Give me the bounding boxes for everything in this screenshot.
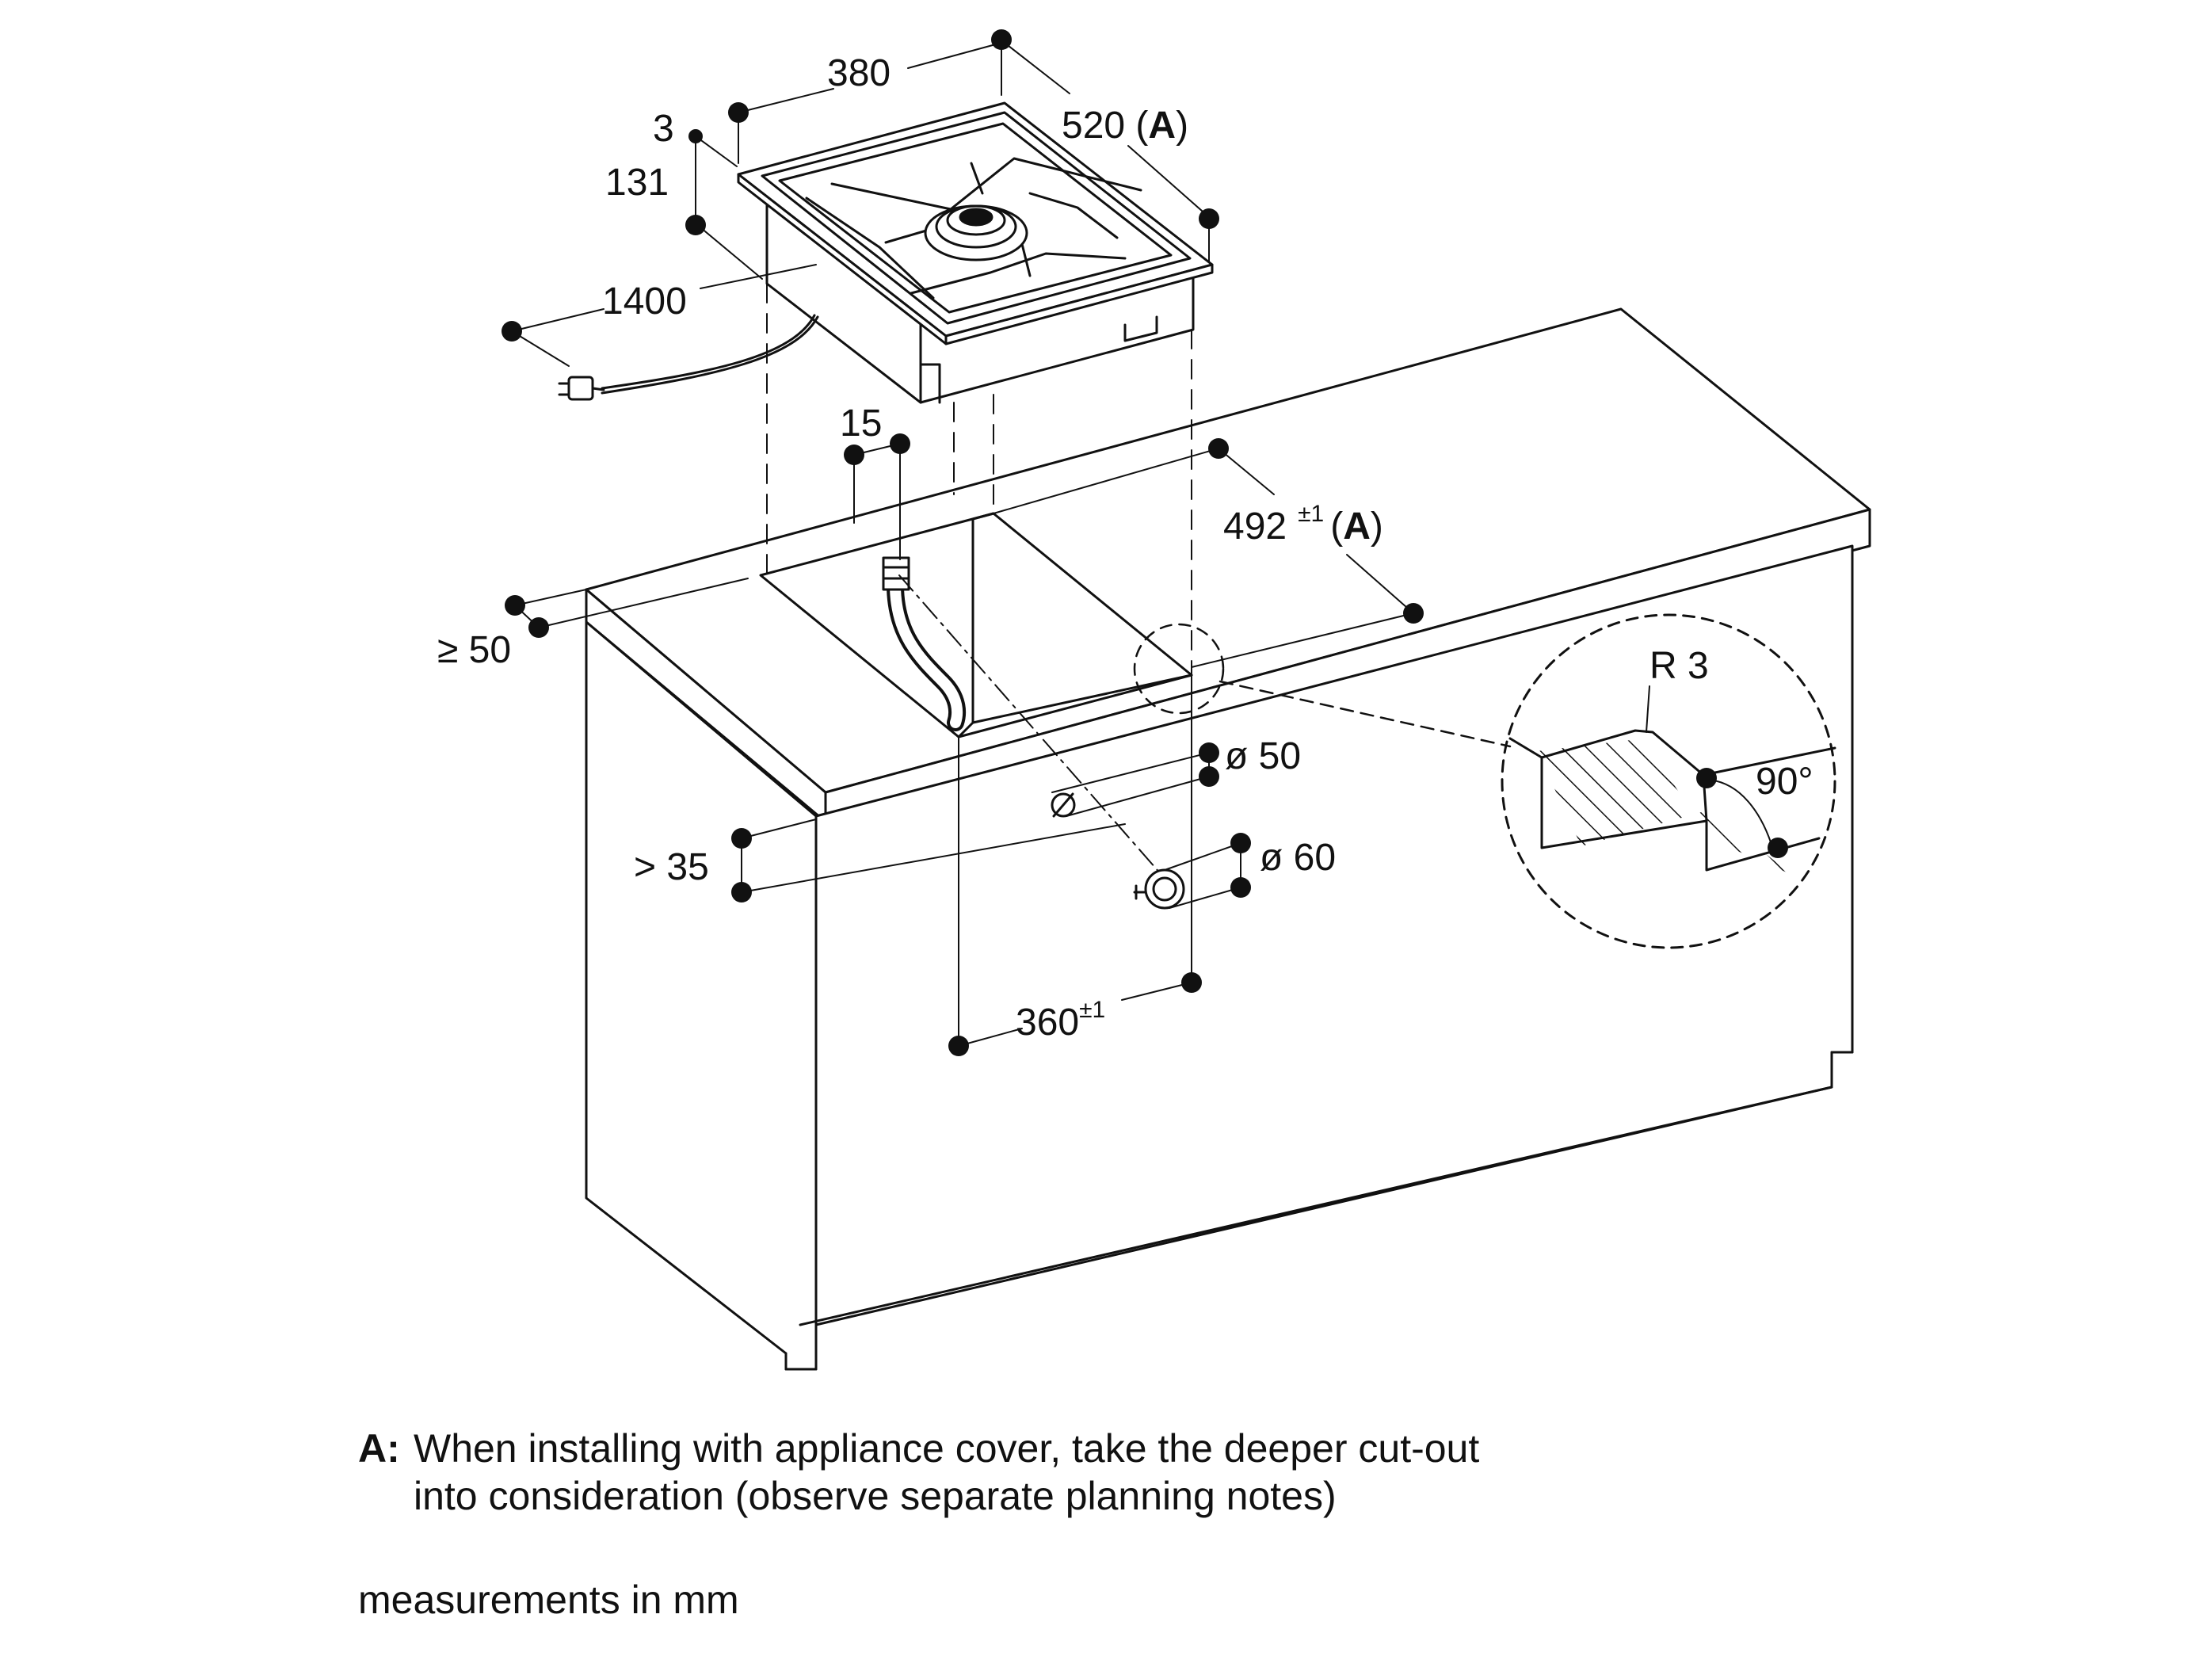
dim-dot [948, 1036, 969, 1056]
hose-fitting [882, 556, 910, 591]
wall-hole-small [1051, 792, 1076, 818]
dim-dot [1230, 877, 1251, 898]
gas-hose [882, 556, 966, 731]
dim-depth-label: 520 (A) [1062, 105, 1188, 147]
dim-dot [1199, 742, 1219, 763]
dim-dot [1181, 972, 1202, 993]
dim-dot [844, 445, 864, 465]
dim-dot [688, 129, 703, 143]
dimension-dots [502, 29, 1788, 1056]
power-cable [601, 314, 816, 390]
dim-dot [1403, 603, 1424, 624]
detail-circle [1501, 613, 1836, 949]
dim-dot [505, 595, 525, 616]
footnote-key: A [358, 1426, 387, 1471]
dim-dot [890, 433, 910, 454]
projection-lines [766, 283, 1192, 676]
dim-dot [728, 102, 749, 123]
footnote-a: A: When installing with appliance cover, … [358, 1425, 1784, 1520]
dim-dot [1768, 838, 1788, 858]
dim-dot [1199, 208, 1219, 229]
dim-top-thickness-label: 3 [653, 108, 674, 150]
detail-source-circle [1133, 623, 1225, 715]
footnote-key-sep: : [387, 1426, 400, 1471]
dim-hole-large-label: ø 60 [1260, 837, 1336, 879]
footnote-line-1: A: When installing with appliance cover, … [358, 1425, 1784, 1472]
dim-dot [1199, 766, 1219, 787]
dim-dot [731, 882, 752, 903]
dim-hole-small-label: ø 50 [1225, 735, 1301, 777]
dim-front-edge-label: ≥ 50 [437, 629, 511, 671]
units-note: measurements in mm [358, 1578, 739, 1622]
dim-cable-label: 1400 [602, 280, 687, 322]
dim-cutout-depth-label: 492±1(A) [1223, 501, 1383, 548]
dim-height-label: 131 [605, 162, 669, 204]
dim-dot [731, 828, 752, 849]
dimension-labels: 380 520 (A) 3 131 1400 15 492±1(A) ≥ 50 … [437, 52, 1813, 1044]
dim-cutout-width-label: 360±1 [1016, 997, 1105, 1044]
dim-dot [1230, 833, 1251, 853]
detail-angle-label: 90° [1756, 761, 1813, 803]
hose-axis-line [898, 574, 1173, 888]
dim-clearance-label: > 35 [634, 846, 709, 888]
gas-hob [558, 101, 1214, 404]
plug-icon [558, 376, 605, 401]
dim-dot [502, 321, 522, 342]
dimension-lines [511, 42, 1414, 1047]
detail-radius-label: R 3 [1649, 645, 1709, 687]
footnote-line-2: into consideration (observe separate pla… [414, 1474, 1337, 1518]
dim-dot [528, 617, 549, 638]
dim-dot [991, 29, 1012, 50]
wall-hole-large [1133, 868, 1185, 910]
dim-dot [1208, 438, 1229, 459]
dim-dot [1696, 768, 1717, 788]
detail-hatched-section [1537, 738, 1792, 875]
dim-dot [685, 215, 706, 235]
dim-width-label: 380 [827, 52, 891, 94]
cabinet [585, 307, 1871, 1371]
dim-inset-label: 15 [840, 403, 882, 445]
edge-detail [1133, 613, 1836, 949]
footnote-text-1: When installing with appliance cover, ta… [414, 1426, 1480, 1471]
